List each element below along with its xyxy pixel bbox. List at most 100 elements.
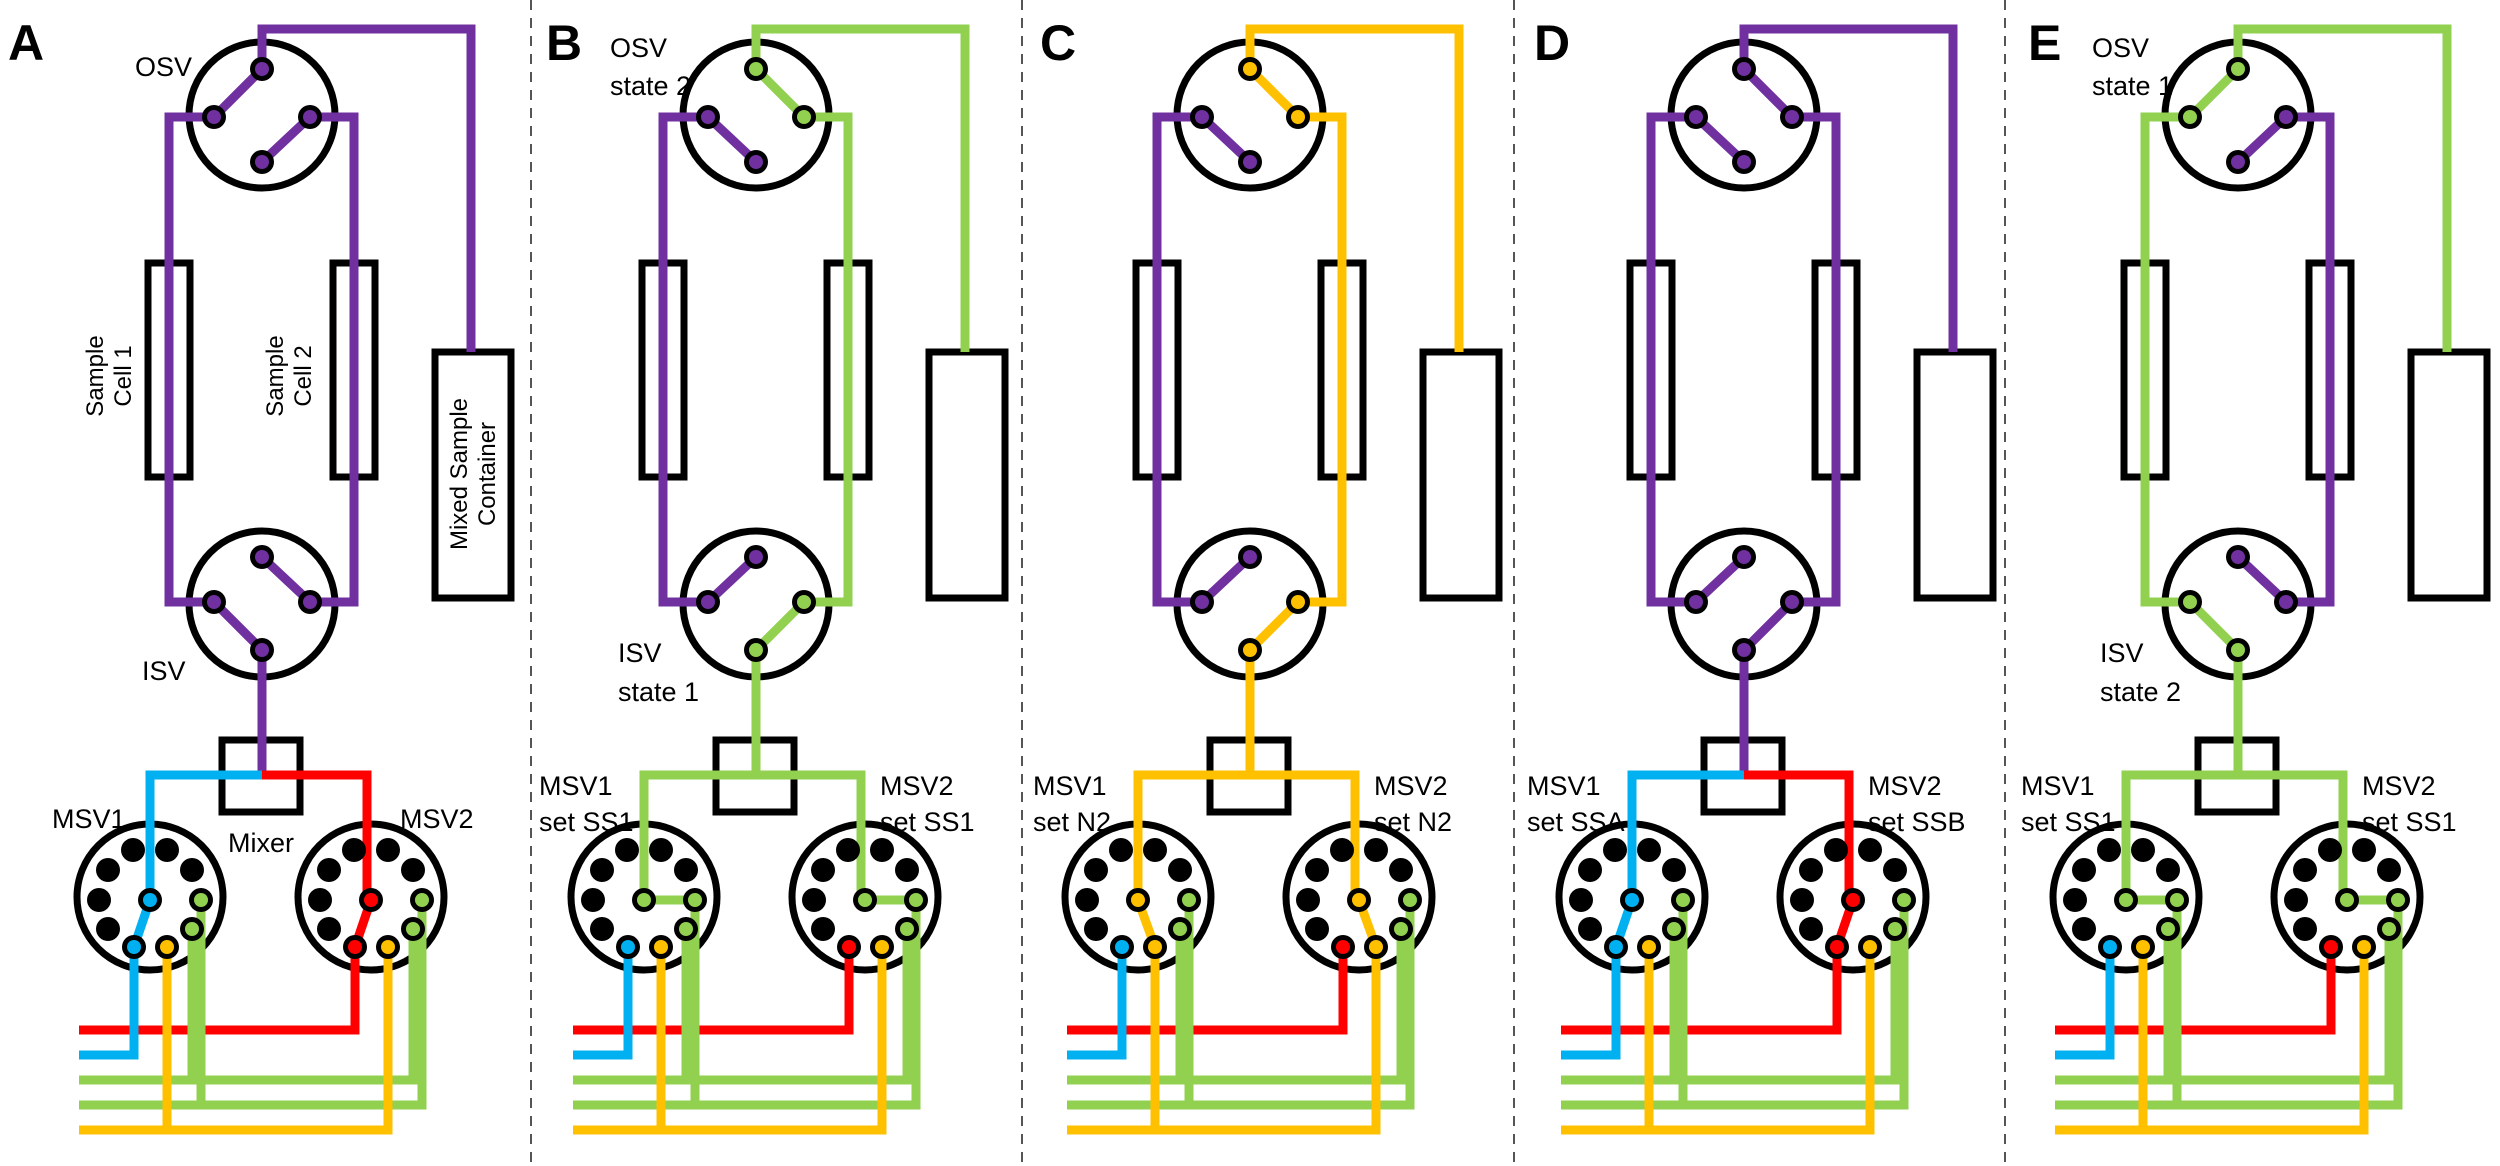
osv-port-top-fill [1243, 62, 1257, 76]
sample-cell-2-label-line-2: Cell 2 [290, 345, 317, 406]
msv1-port [1662, 858, 1686, 882]
msv2-label: MSV2 [880, 771, 954, 801]
isv-port-left-fill [701, 595, 715, 609]
yellow-supply-tube [79, 947, 393, 1135]
msv2-port-right-fill [1897, 893, 1911, 907]
msv2-port [870, 838, 894, 862]
osv-port-bottom-fill [1737, 155, 1751, 169]
left-loop-tube [658, 112, 708, 607]
panel-letter: D [1534, 15, 1570, 71]
green-supply-tube-2 [79, 900, 427, 1110]
isv-port-bottom-fill [2231, 643, 2245, 657]
isv-label: ISV [2100, 638, 2144, 668]
osv-port-top-fill [255, 62, 269, 76]
msv2-port [1799, 858, 1823, 882]
osv-port-left-fill [1195, 110, 1209, 124]
osv-port-bottom-fill [749, 155, 763, 169]
osv-port-bottom-fill [2231, 155, 2245, 169]
msv2-port [2377, 858, 2401, 882]
msv2-port [802, 888, 826, 912]
mixer-to-msv1-tube [145, 770, 262, 900]
osv-label: state 1 [2092, 71, 2173, 101]
osv-port-right-fill [797, 110, 811, 124]
msv2-label: MSV2 [2362, 771, 2436, 801]
msv2-port [1858, 838, 1882, 862]
msv2-port [401, 858, 425, 882]
blue-supply-tube [573, 947, 633, 1060]
msv1-port [96, 917, 120, 941]
msv1-port [2097, 838, 2121, 862]
msv1-port-green-1-fill [2161, 922, 2175, 936]
msv1-port [1637, 838, 1661, 862]
msv1-label: MSV1 [52, 804, 126, 834]
isv-port-left-fill [2183, 595, 2197, 609]
msv1-port [180, 858, 204, 882]
msv1-port [2131, 838, 2155, 862]
msv1-port-lower-center-fill [654, 940, 668, 954]
msv2-port-center-fill [1352, 893, 1366, 907]
container-tube [1739, 24, 1958, 352]
right-loop-tube [1792, 112, 1841, 607]
msv2-label: set SS1 [880, 807, 975, 837]
msv2-label: MSV2 [1868, 771, 1942, 801]
isv-port-top-fill [1737, 550, 1751, 564]
msv2-label: set N2 [1374, 807, 1452, 837]
msv1-port-lower-left-fill [2103, 940, 2117, 954]
msv1-port-center-fill [1625, 893, 1639, 907]
mixer-to-msv2-tube [756, 770, 866, 900]
sample-cell-1-label-line-1: Sample [82, 335, 109, 416]
msv1-port-right-fill [1676, 893, 1690, 907]
msv1-port [1109, 838, 1133, 862]
msv2-port [2293, 917, 2317, 941]
msv2-port-lower-center-fill [1369, 940, 1383, 954]
isv-label: ISV [618, 638, 662, 668]
msv2-port-green-1-fill [406, 922, 420, 936]
osv-port-bottom-fill [255, 155, 269, 169]
msv1-port-lower-left-fill [1609, 940, 1623, 954]
green-supply-tube-2 [1067, 900, 1415, 1110]
msv2-port [1790, 888, 1814, 912]
msv2-port-right-fill [415, 893, 429, 907]
msv2-port [2352, 838, 2376, 862]
osv-port-right-fill [1785, 110, 1799, 124]
mixed-sample-container [1913, 348, 1997, 602]
container-tube [2233, 24, 2452, 352]
isv-port-right-fill [2279, 595, 2293, 609]
msv1-port [1075, 888, 1099, 912]
msv2-port-center-fill [858, 893, 872, 907]
msv1-port [615, 838, 639, 862]
msv1-label: set N2 [1033, 807, 1111, 837]
isv-port-left-fill [1195, 595, 1209, 609]
container-tube [257, 24, 476, 352]
isv-port-top-fill [2231, 550, 2245, 564]
msv1-port [590, 858, 614, 882]
green-supply-tube-2 [1561, 900, 1909, 1110]
msv2-port [1799, 917, 1823, 941]
right-loop-tube [310, 112, 359, 607]
msv2-port-lower-center-fill [2357, 940, 2371, 954]
isv-port-right-fill [797, 595, 811, 609]
msv2-label: MSV2 [1374, 771, 1448, 801]
osv-label: OSV [610, 33, 667, 63]
green-supply-tube-2 [2055, 900, 2403, 1110]
sample-cell-1-label-line-2: Cell 1 [110, 345, 137, 406]
msv1-port [2063, 888, 2087, 912]
msv1-port [155, 838, 179, 862]
yellow-supply-tube [573, 947, 887, 1135]
mixed-sample-container [2407, 348, 2491, 602]
msv2-port [2293, 858, 2317, 882]
msv1-port-lower-left-fill [621, 940, 635, 954]
osv-port-left-fill [207, 110, 221, 124]
isv-port-right-fill [1291, 595, 1305, 609]
container-tube [1245, 24, 1464, 352]
mixer-to-msv1-tube [639, 770, 756, 900]
msv1-port [581, 888, 605, 912]
osv-port-left-fill [701, 110, 715, 124]
msv1-port-green-1-fill [1173, 922, 1187, 936]
mixed-sample-container [1419, 348, 1503, 602]
osv-port-bottom-fill [1243, 155, 1257, 169]
isv-port-right-fill [303, 595, 317, 609]
